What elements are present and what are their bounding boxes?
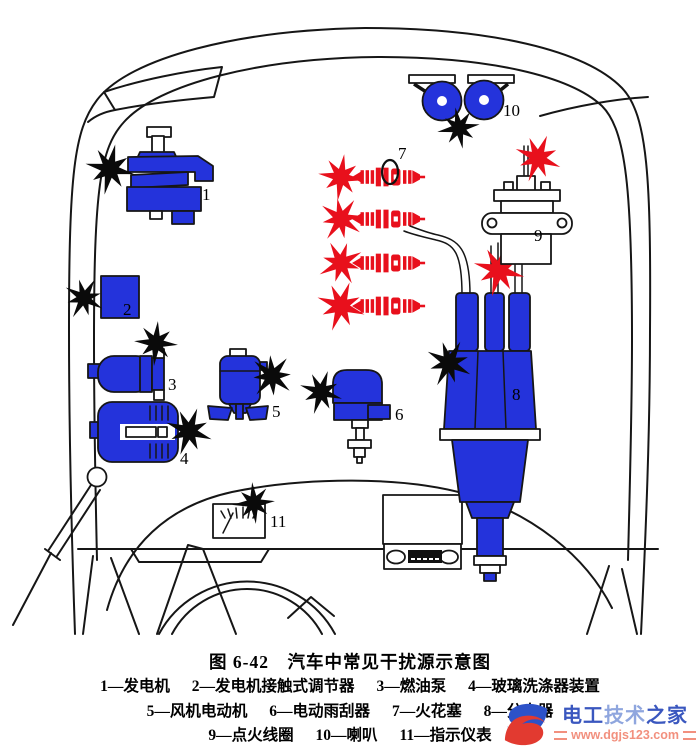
blower-motor-graphic [207, 343, 305, 421]
legend-item: 1—发电机 [100, 678, 170, 695]
radio-buttons [411, 558, 439, 560]
indicator-gauge-graphic [212, 480, 277, 539]
part-number-label: 8 [512, 385, 521, 404]
dgjs-logo-icon [505, 703, 548, 746]
horn-graphic [408, 74, 515, 153]
ignition-coil-graphic [481, 126, 573, 265]
spark-plug [352, 296, 426, 316]
right-a-pillar [586, 565, 638, 635]
part-number-label: 7 [398, 144, 407, 163]
antenna-graphic [12, 466, 108, 626]
legend-row: 1—发电机 2—发电机接触式调节器 3—燃油泵 4—玻璃洗涤器装置 [0, 675, 700, 700]
legend-item: 6—电动雨刮器 [269, 702, 371, 720]
part-number-label: 2 [123, 300, 132, 319]
wiper-motor-graphic [292, 364, 391, 464]
steering-spoke [287, 596, 335, 619]
car-body-outline [68, 27, 659, 635]
voltage-regulator-graphic [54, 269, 140, 328]
distributor-graphic [403, 225, 541, 582]
watermark-site-url: www.dgjs123.com [554, 727, 696, 743]
generator-graphic [80, 126, 214, 225]
legend-item: 3—燃油泵 [376, 678, 447, 695]
part-number-label: 4 [180, 449, 189, 468]
right-shoulder-trim [539, 96, 649, 117]
part-number-label: 9 [534, 226, 543, 245]
wiper-arm [156, 544, 237, 635]
dashboard-recess [130, 548, 270, 563]
radio-graphic [382, 494, 463, 570]
part-number-label: 11 [270, 512, 286, 531]
part-number-label: 5 [272, 402, 281, 421]
gauge-ticks [220, 506, 258, 519]
legend-item: 2—发电机接触式调节器 [191, 678, 355, 695]
legend-item: 7—火花塞 [391, 702, 462, 720]
left-a-pillar [82, 555, 140, 635]
figure-legend: 1—发电机 2—发电机接触式调节器 3—燃油泵 4—玻璃洗涤器装置 5—风机电动… [0, 675, 700, 749]
legend-item: 11—指示仪表 [399, 727, 492, 745]
part-number-labels: 1 2 3 4 5 6 7 8 9 10 11 [123, 101, 543, 531]
legend-item: 5—风机电动机 [146, 702, 248, 720]
legend-item: 9—点火线圈 [208, 727, 294, 745]
legend-item: 4—玻璃洗涤器装置 [468, 678, 600, 695]
part-number-label: 6 [395, 405, 404, 424]
gauge-needle [222, 512, 234, 534]
part-number-label: 3 [168, 375, 177, 394]
legend-item: 10—喇叭 [315, 727, 378, 745]
washer-device-graphic [89, 400, 220, 463]
watermark: 电工技术之家 www.dgjs123.com [503, 699, 696, 749]
hood-vent-trim [103, 66, 223, 111]
spark-plugs-graphic [308, 151, 426, 340]
watermark-site-name: 电工技术之家 [562, 705, 689, 727]
legend-row: 9—点火线圈 10—喇叭 11—指示仪表 [0, 724, 700, 749]
dash-top-curve [106, 479, 613, 611]
fuel-pump-graphic [87, 319, 180, 401]
part-number-label: 10 [503, 101, 520, 120]
steering-wheel-graphic [158, 580, 336, 635]
spark-plug [352, 209, 426, 229]
spark-plug [352, 253, 426, 273]
figure-caption: 图 6-42 汽车中常见干扰源示意图 [209, 652, 491, 672]
car-interference-diagram: 1 2 3 4 5 6 7 8 9 10 11 [12, 27, 659, 635]
plug-wire-clip [380, 158, 400, 186]
spark-star-icon [506, 126, 570, 191]
part-number-label: 1 [202, 185, 211, 204]
